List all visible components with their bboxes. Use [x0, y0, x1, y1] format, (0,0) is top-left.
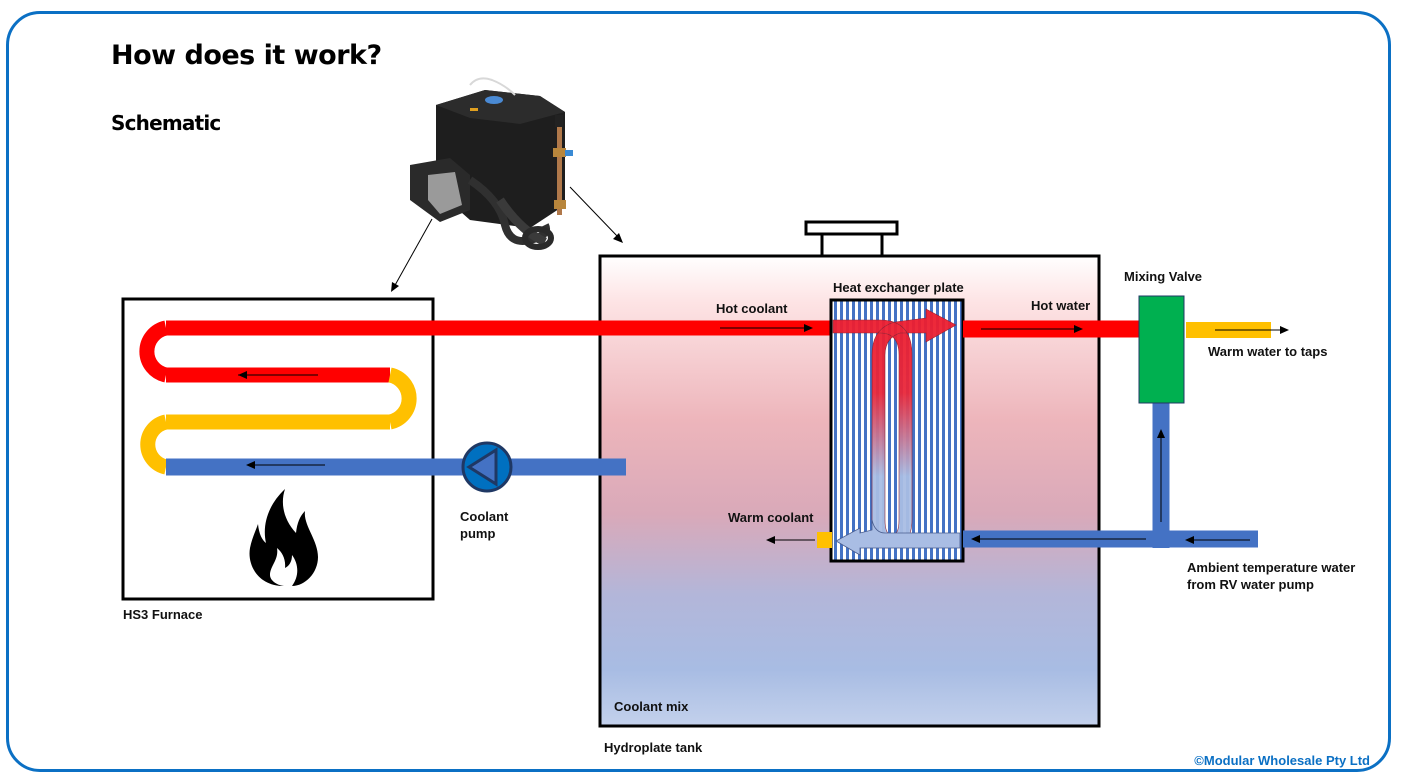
warm-coolant-label: Warm coolant [728, 510, 814, 525]
copyright-text: ©Modular Wholesale Pty Ltd [1194, 753, 1370, 768]
pump-triangle-icon [466, 447, 498, 487]
cool-flow-arrow [835, 519, 961, 556]
pump-label-line1: Coolant [460, 509, 509, 524]
pump-label-line2: pump [460, 526, 495, 541]
coolant-pump [461, 441, 513, 493]
page-title: How does it work? [111, 40, 382, 71]
furnace-coil [139, 320, 417, 475]
mixing-valve [1138, 295, 1185, 404]
tank-label: Hydroplate tank [604, 740, 703, 755]
tank-neck [820, 232, 884, 258]
flame-icon [249, 489, 318, 586]
hot-water-label: Hot water [1031, 298, 1090, 313]
pointer-arrow-tank [569, 186, 620, 239]
heat-exchanger-label: Heat exchanger plate [833, 280, 964, 295]
coil-bend-hot [139, 320, 169, 383]
arrowhead [238, 371, 247, 379]
hot-coolant-label: Hot coolant [716, 301, 788, 316]
heater-unit-image [410, 77, 573, 250]
coolant-mix-label: Coolant mix [614, 699, 689, 714]
ambient-water-label-line2: from RV water pump [1187, 577, 1314, 592]
warm-water-label: Warm water to taps [1208, 344, 1327, 359]
warm-coolant-outlet [817, 532, 832, 548]
page-subtitle: Schematic [111, 111, 221, 135]
furnace-label: HS3 Furnace [123, 607, 202, 622]
coil-bend-warm-right [387, 367, 417, 430]
coil-bend-warm-left [140, 414, 169, 475]
mixing-valve-label: Mixing Valve [1124, 269, 1202, 284]
ambient-water-label-line1: Ambient temperature water [1187, 560, 1355, 575]
page-frame [6, 11, 1391, 772]
furnace-box [121, 297, 435, 601]
heat-exchanger-plate [817, 298, 965, 563]
pointer-arrow-furnace [393, 218, 433, 288]
tank-cap [804, 220, 899, 236]
